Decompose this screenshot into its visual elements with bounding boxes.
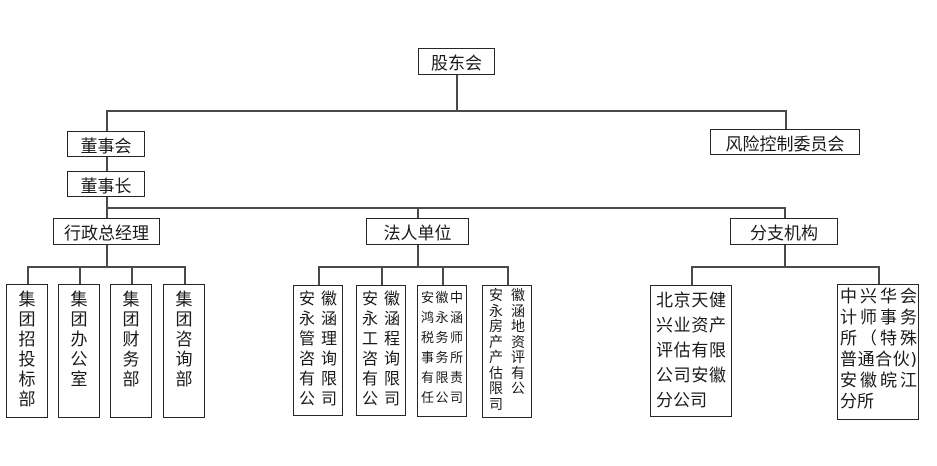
- node-branch-office-beijing-tianjian: 北京天健兴业资产评估有限公司安徽分公司: [650, 285, 732, 417]
- connector-line: [878, 266, 880, 285]
- node-department-tendering: 集团招投标部: [6, 284, 48, 418]
- connector-line: [184, 266, 186, 284]
- connector-line: [106, 110, 786, 112]
- node-admin-general-manager: 行政总经理: [53, 218, 160, 245]
- connector-line: [106, 207, 785, 209]
- connector-line: [131, 266, 133, 284]
- node-chairman: 董事长: [67, 171, 145, 197]
- connector-line: [27, 266, 29, 284]
- connector-line: [79, 266, 81, 284]
- node-legal-company-real-estate-appraisal: 安徽永涵房地产资产评估有限公司: [482, 285, 532, 418]
- node-board-of-directors: 董事会: [67, 131, 145, 157]
- node-legal-person-units: 法人单位: [366, 218, 469, 245]
- node-legal-company-management-consulting: 安徽永涵管理咨询有限公司: [293, 285, 343, 416]
- connector-line: [381, 266, 383, 285]
- node-legal-company-tax-agents: 安徽中鸿永涵税务师事务所有限责任公司: [417, 285, 467, 417]
- connector-line: [442, 266, 444, 285]
- node-branch-office-zhongxinghua: 中兴华会计师事务所（特殊普通合伙)安徽皖江分所: [837, 284, 919, 420]
- connector-line: [785, 110, 787, 129]
- connector-line: [691, 266, 693, 285]
- connector-line: [784, 207, 786, 218]
- connector-line: [27, 266, 184, 268]
- node-department-consulting: 集团咨询部: [163, 284, 205, 418]
- connector-line: [106, 245, 108, 267]
- node-shareholders-meeting: 股东会: [418, 48, 495, 75]
- connector-line: [318, 266, 507, 268]
- connector-line: [106, 110, 108, 131]
- connector-line: [691, 266, 878, 268]
- node-branch-institutions: 分支机构: [730, 218, 838, 245]
- connector-line: [507, 266, 509, 285]
- connector-line: [417, 245, 419, 267]
- node-department-finance: 集团财务部: [110, 284, 152, 418]
- connector-line: [318, 266, 320, 285]
- connector-line: [784, 245, 786, 267]
- node-department-office: 集团办公室: [58, 284, 100, 418]
- connector-line: [456, 75, 458, 111]
- connector-line: [417, 207, 419, 218]
- node-risk-control-committee: 风险控制委员会: [710, 129, 860, 155]
- connector-line: [106, 157, 108, 171]
- node-legal-company-engineering-consulting: 安徽永涵工程咨询有限公司: [356, 285, 406, 416]
